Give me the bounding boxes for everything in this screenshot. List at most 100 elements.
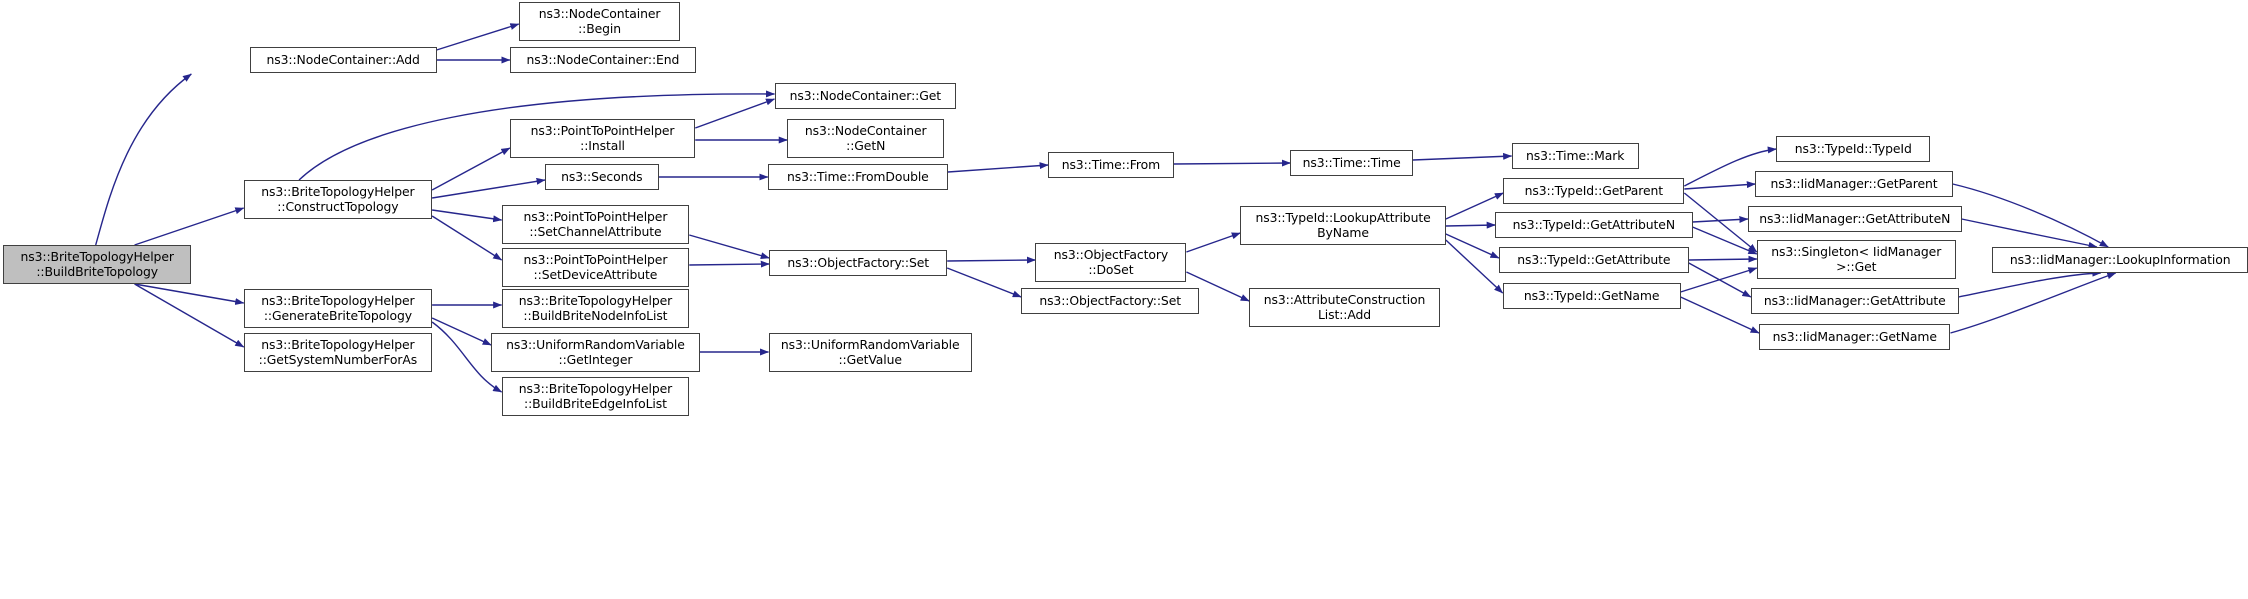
graph-node[interactable]: ns3::ObjectFactory::Set — [1021, 288, 1200, 314]
graph-edge — [1412, 152, 1513, 161]
graph-node[interactable]: ns3::PointToPointHelper ::Install — [509, 119, 696, 158]
graph-node[interactable]: ns3::ObjectFactory ::DoSet — [1035, 243, 1187, 282]
graph-node[interactable]: ns3::NodeContainer ::GetN — [787, 119, 945, 158]
graph-edge — [695, 98, 775, 129]
graph-edge — [431, 215, 503, 261]
graph-node[interactable]: ns3::Time::FromDouble — [767, 164, 948, 190]
graph-node[interactable]: ns3::Singleton< IidManager >::Get — [1756, 240, 1956, 279]
graph-node-label: ns3::TypeId::LookupAttribute ByName — [1255, 210, 1431, 240]
graph-node-label: ns3::Time::Time — [1302, 154, 1401, 170]
graph-node[interactable]: ns3::PointToPointHelper ::SetChannelAttr… — [501, 205, 690, 244]
graph-edge — [1692, 215, 1749, 223]
graph-node-label: ns3::BriteTopologyHelper ::ConstructTopo… — [261, 184, 415, 214]
graph-edge — [431, 177, 546, 199]
graph-edge — [134, 207, 245, 246]
graph-node[interactable]: ns3::Time::Time — [1290, 150, 1413, 176]
graph-node-label: ns3::IidManager::LookupInformation — [2009, 251, 2231, 267]
graph-edge — [689, 260, 770, 268]
graph-node-label: ns3::BriteTopologyHelper ::GetSystemNumb… — [258, 337, 418, 367]
graph-node[interactable]: ns3::TypeId::TypeId — [1776, 136, 1931, 162]
graph-node-label: ns3::TypeId::GetAttributeN — [1512, 216, 1676, 232]
graph-node-label: ns3::IidManager::GetParent — [1770, 175, 1938, 191]
graph-node-label: ns3::PointToPointHelper ::SetChannelAttr… — [523, 209, 668, 239]
graph-edge — [1680, 296, 1760, 334]
graph-node[interactable]: ns3::NodeContainer::End — [509, 47, 696, 73]
graph-node[interactable]: ns3::NodeContainer::Get — [774, 83, 957, 109]
graph-node[interactable]: ns3::PointToPointHelper ::SetDeviceAttri… — [501, 248, 690, 287]
graph-node-label: ns3::NodeContainer ::Begin — [538, 6, 661, 36]
graph-node[interactable]: ns3::IidManager::LookupInformation — [1992, 247, 2248, 273]
graph-node[interactable]: ns3::TypeId::GetAttributeN — [1495, 212, 1693, 238]
graph-edge — [1961, 218, 2098, 249]
graph-node-label: ns3::TypeId::GetAttribute — [1517, 251, 1671, 267]
graph-edge — [947, 256, 1036, 264]
graph-edge — [436, 23, 520, 51]
graph-node-label: ns3::ObjectFactory::Set — [1039, 292, 1181, 308]
graph-node-label: ns3::Time::Mark — [1526, 147, 1625, 163]
graph-node-label: ns3::BriteTopologyHelper ::BuildBriteNod… — [518, 293, 673, 323]
graph-node[interactable]: ns3::BriteTopologyHelper ::BuildBriteNod… — [501, 289, 690, 328]
graph-node[interactable]: ns3::BriteTopologyHelper ::GenerateBrite… — [243, 289, 433, 328]
graph-node[interactable]: ns3::UniformRandomVariable ::GetValue — [768, 333, 972, 372]
graph-node-label: ns3::IidManager::GetName — [1772, 328, 1937, 344]
graph-node[interactable]: ns3::UniformRandomVariable ::GetInteger — [491, 333, 700, 372]
graph-node[interactable]: ns3::AttributeConstruction List::Add — [1249, 288, 1440, 327]
graph-edge — [134, 283, 245, 305]
graph-node[interactable]: ns3::IidManager::GetName — [1759, 324, 1951, 350]
graph-node[interactable]: ns3::IidManager::GetParent — [1755, 171, 1953, 197]
graph-edge — [1952, 183, 2109, 248]
graph-node[interactable]: ns3::ObjectFactory::Set — [769, 250, 948, 276]
graph-node[interactable]: ns3::Seconds — [544, 164, 659, 190]
graph-node-root[interactable]: ns3::BriteTopologyHelper ::BuildBriteTop… — [2, 245, 192, 284]
graph-node-label: ns3::AttributeConstruction List::Add — [1263, 292, 1426, 322]
graph-node-label: ns3::TypeId::TypeId — [1794, 140, 1912, 156]
graph-node[interactable]: ns3::Time::Mark — [1511, 143, 1639, 169]
graph-node[interactable]: ns3::BriteTopologyHelper ::ConstructTopo… — [243, 180, 433, 219]
graph-node-label: ns3::ObjectFactory ::DoSet — [1053, 247, 1169, 277]
graph-node[interactable]: ns3::NodeContainer::Add — [249, 47, 437, 73]
graph-edge — [1958, 269, 2102, 298]
graph-node[interactable]: ns3::TypeId::LookupAttribute ByName — [1240, 206, 1446, 245]
graph-node-label: ns3::PointToPointHelper ::SetDeviceAttri… — [523, 252, 668, 282]
graph-node[interactable]: ns3::IidManager::GetAttributeN — [1747, 206, 1962, 232]
graph-node[interactable]: ns3::TypeId::GetName — [1502, 283, 1681, 309]
graph-node-label: ns3::BriteTopologyHelper ::GenerateBrite… — [261, 293, 415, 323]
graph-edge — [1186, 232, 1241, 253]
graph-edge — [947, 162, 1049, 173]
graph-edge — [689, 234, 770, 260]
graph-node-label: ns3::BriteTopologyHelper ::BuildBriteEdg… — [518, 381, 673, 411]
graph-node-label: ns3::IidManager::GetAttribute — [1763, 292, 1946, 308]
graph-edge — [431, 147, 511, 191]
graph-edge — [95, 73, 192, 246]
graph-node-label: ns3::PointToPointHelper ::Install — [530, 123, 675, 153]
graph-edge — [1950, 272, 2117, 334]
graph-node-label: ns3::UniformRandomVariable ::GetValue — [780, 337, 960, 367]
graph-node-label: ns3::UniformRandomVariable ::GetInteger — [506, 337, 685, 367]
graph-edge — [1445, 221, 1496, 229]
graph-node[interactable]: ns3::NodeContainer ::Begin — [518, 2, 681, 41]
graph-node-label: ns3::NodeContainer::End — [526, 51, 680, 67]
graph-node[interactable]: ns3::BriteTopologyHelper ::GetSystemNumb… — [243, 333, 433, 372]
graph-node-label: ns3::TypeId::GetName — [1523, 287, 1660, 303]
graph-node-label: ns3::IidManager::GetAttributeN — [1759, 210, 1951, 226]
graph-edge — [432, 209, 503, 223]
graph-edge — [1688, 262, 1752, 298]
graph-node[interactable]: ns3::TypeId::GetAttribute — [1498, 247, 1689, 273]
graph-node-label: ns3::Seconds — [561, 168, 643, 184]
graph-node-label: ns3::NodeContainer ::GetN — [804, 123, 927, 153]
graph-node-label: ns3::TypeId::GetParent — [1524, 182, 1664, 198]
graph-node-label: ns3::BriteTopologyHelper ::BuildBriteTop… — [20, 249, 174, 279]
graph-node[interactable]: ns3::TypeId::GetParent — [1503, 178, 1685, 204]
graph-node[interactable]: ns3::Time::From — [1048, 152, 1174, 178]
graph-edge — [946, 267, 1022, 298]
graph-node-label: ns3::NodeContainer::Get — [789, 87, 941, 103]
graph-node-label: ns3::ObjectFactory::Set — [787, 254, 930, 270]
graph-edge — [134, 283, 245, 348]
graph-edge — [1173, 159, 1291, 167]
graph-edge — [1683, 192, 1758, 253]
graph-node[interactable]: ns3::BriteTopologyHelper ::BuildBriteEdg… — [501, 377, 690, 416]
graph-edge — [1445, 233, 1500, 259]
graph-node[interactable]: ns3::IidManager::GetAttribute — [1750, 288, 1959, 314]
graph-node-label: ns3::Time::FromDouble — [786, 168, 929, 184]
